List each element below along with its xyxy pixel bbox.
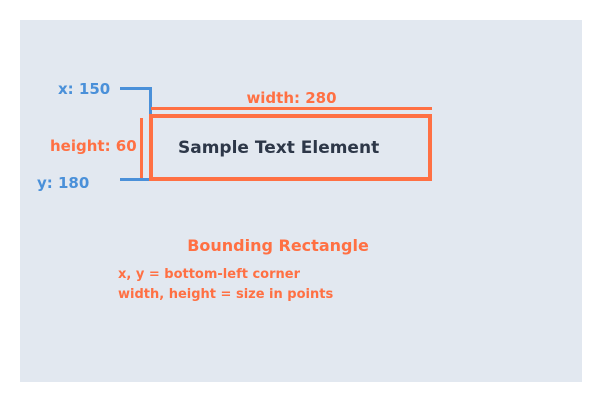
- bounding-rectangle: Sample Text Element: [149, 114, 432, 181]
- x-leader-line-horizontal: [120, 87, 152, 90]
- diagram-panel: x: 150 width: 280 height: 60 y: 180 Samp…: [20, 20, 582, 382]
- width-dimension-label: width: 280: [246, 89, 337, 107]
- x-leader-line-vertical: [149, 87, 152, 115]
- height-dimension-label: height: 60: [50, 137, 137, 155]
- height-dimension-line: [140, 118, 143, 179]
- width-dimension-line: [151, 107, 432, 110]
- y-coordinate-label: y: 180: [37, 174, 90, 192]
- caption-line-2: width, height = size in points: [118, 287, 334, 302]
- caption-line-1: x, y = bottom-left corner: [118, 267, 301, 282]
- sample-text-element: Sample Text Element: [178, 137, 380, 158]
- y-leader-line: [120, 178, 163, 181]
- x-coordinate-label: x: 150: [58, 80, 111, 98]
- diagram-title: Bounding Rectangle: [187, 236, 369, 255]
